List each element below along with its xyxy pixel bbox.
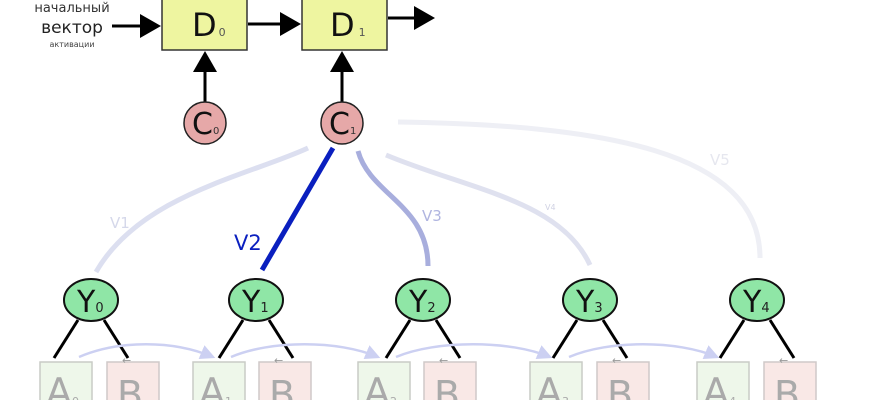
state-a0: A0	[39, 361, 93, 400]
svg-text:Y0: Y0	[76, 285, 104, 320]
y-a-link	[217, 319, 245, 359]
svg-text:Y1: Y1	[241, 285, 269, 320]
state-b3: ← B3	[596, 354, 650, 400]
svg-text:A1: A1	[199, 370, 232, 400]
backward-arrow-icon: ←	[274, 354, 283, 367]
svg-text:A2: A2	[364, 370, 397, 400]
backward-arrow-icon: ←	[612, 354, 621, 367]
input-label-line2: вектор	[41, 18, 103, 38]
svg-text:Y3: Y3	[575, 285, 603, 320]
weight-v4-label: V4	[545, 203, 556, 212]
weight-v3-label: V3	[422, 207, 442, 225]
weight-v5-line	[397, 119, 763, 259]
svg-text:Y2: Y2	[408, 285, 436, 320]
backward-arrow-icon: ←	[439, 354, 448, 367]
weight-v1-line	[93, 145, 310, 274]
y-b-link	[434, 319, 462, 359]
state-a3: A3	[529, 361, 583, 400]
y-a-link	[551, 319, 579, 359]
svg-text:Y4: Y4	[742, 285, 770, 320]
state-b0: ← B0	[106, 354, 160, 400]
weight-v4-line	[385, 152, 593, 267]
weight-v2-label: V2	[234, 231, 262, 255]
state-a4: A4	[696, 361, 750, 400]
svg-text:C1: C1	[329, 107, 356, 142]
state-a2: A2	[357, 361, 411, 400]
state-flow-arrow	[395, 343, 553, 360]
y-b-link	[267, 319, 295, 359]
weight-v1-label: V1	[110, 214, 130, 232]
output-y3: Y3	[562, 278, 618, 322]
svg-text:B0: B0	[117, 373, 150, 400]
y-a-link	[384, 319, 412, 359]
svg-text:C0: C0	[192, 107, 219, 142]
y-a-link	[718, 319, 746, 359]
weight-v5-label: V5	[710, 151, 730, 169]
weight-v2-line	[259, 146, 336, 272]
encoder-row: Y0A0 ← B0 Y1A1 ← B1 Y2A2 ← B2 Y3A3 ← B3 Y4A4 ← B4	[39, 278, 817, 400]
state-b2: ← B2	[423, 354, 477, 400]
svg-text:D0: D0	[192, 6, 226, 44]
state-flow-arrow	[568, 343, 720, 360]
output-y2: Y2	[395, 278, 451, 322]
input-label-line3: активации	[49, 40, 94, 49]
svg-text:A0: A0	[46, 370, 79, 400]
y-b-link	[768, 319, 796, 359]
output-y4: Y4	[729, 278, 785, 322]
svg-text:D1: D1	[330, 6, 366, 44]
y-a-link	[52, 319, 80, 359]
context-c1: C1	[320, 101, 364, 145]
svg-text:A3: A3	[536, 370, 569, 400]
input-label-line1: начальный	[34, 1, 109, 16]
state-b4: ← B4	[763, 354, 817, 400]
state-flow-arrow	[230, 343, 381, 360]
svg-text:B1: B1	[269, 373, 302, 400]
svg-text:B3: B3	[607, 373, 640, 400]
y-b-link	[601, 319, 629, 359]
output-y1: Y1	[228, 278, 284, 322]
context-c0: C0	[183, 101, 227, 145]
backward-arrow-icon: ←	[122, 354, 131, 367]
output-y0: Y0	[63, 278, 119, 322]
state-b1: ← B1	[258, 354, 312, 400]
backward-arrow-icon: ←	[779, 354, 788, 367]
svg-text:A4: A4	[703, 370, 736, 400]
weight-v3-line	[355, 150, 431, 267]
svg-text:B2: B2	[434, 373, 467, 400]
svg-text:B4: B4	[774, 373, 807, 400]
state-a1: A1	[192, 361, 246, 400]
y-b-link	[102, 319, 130, 359]
state-flow-arrow	[78, 343, 216, 360]
